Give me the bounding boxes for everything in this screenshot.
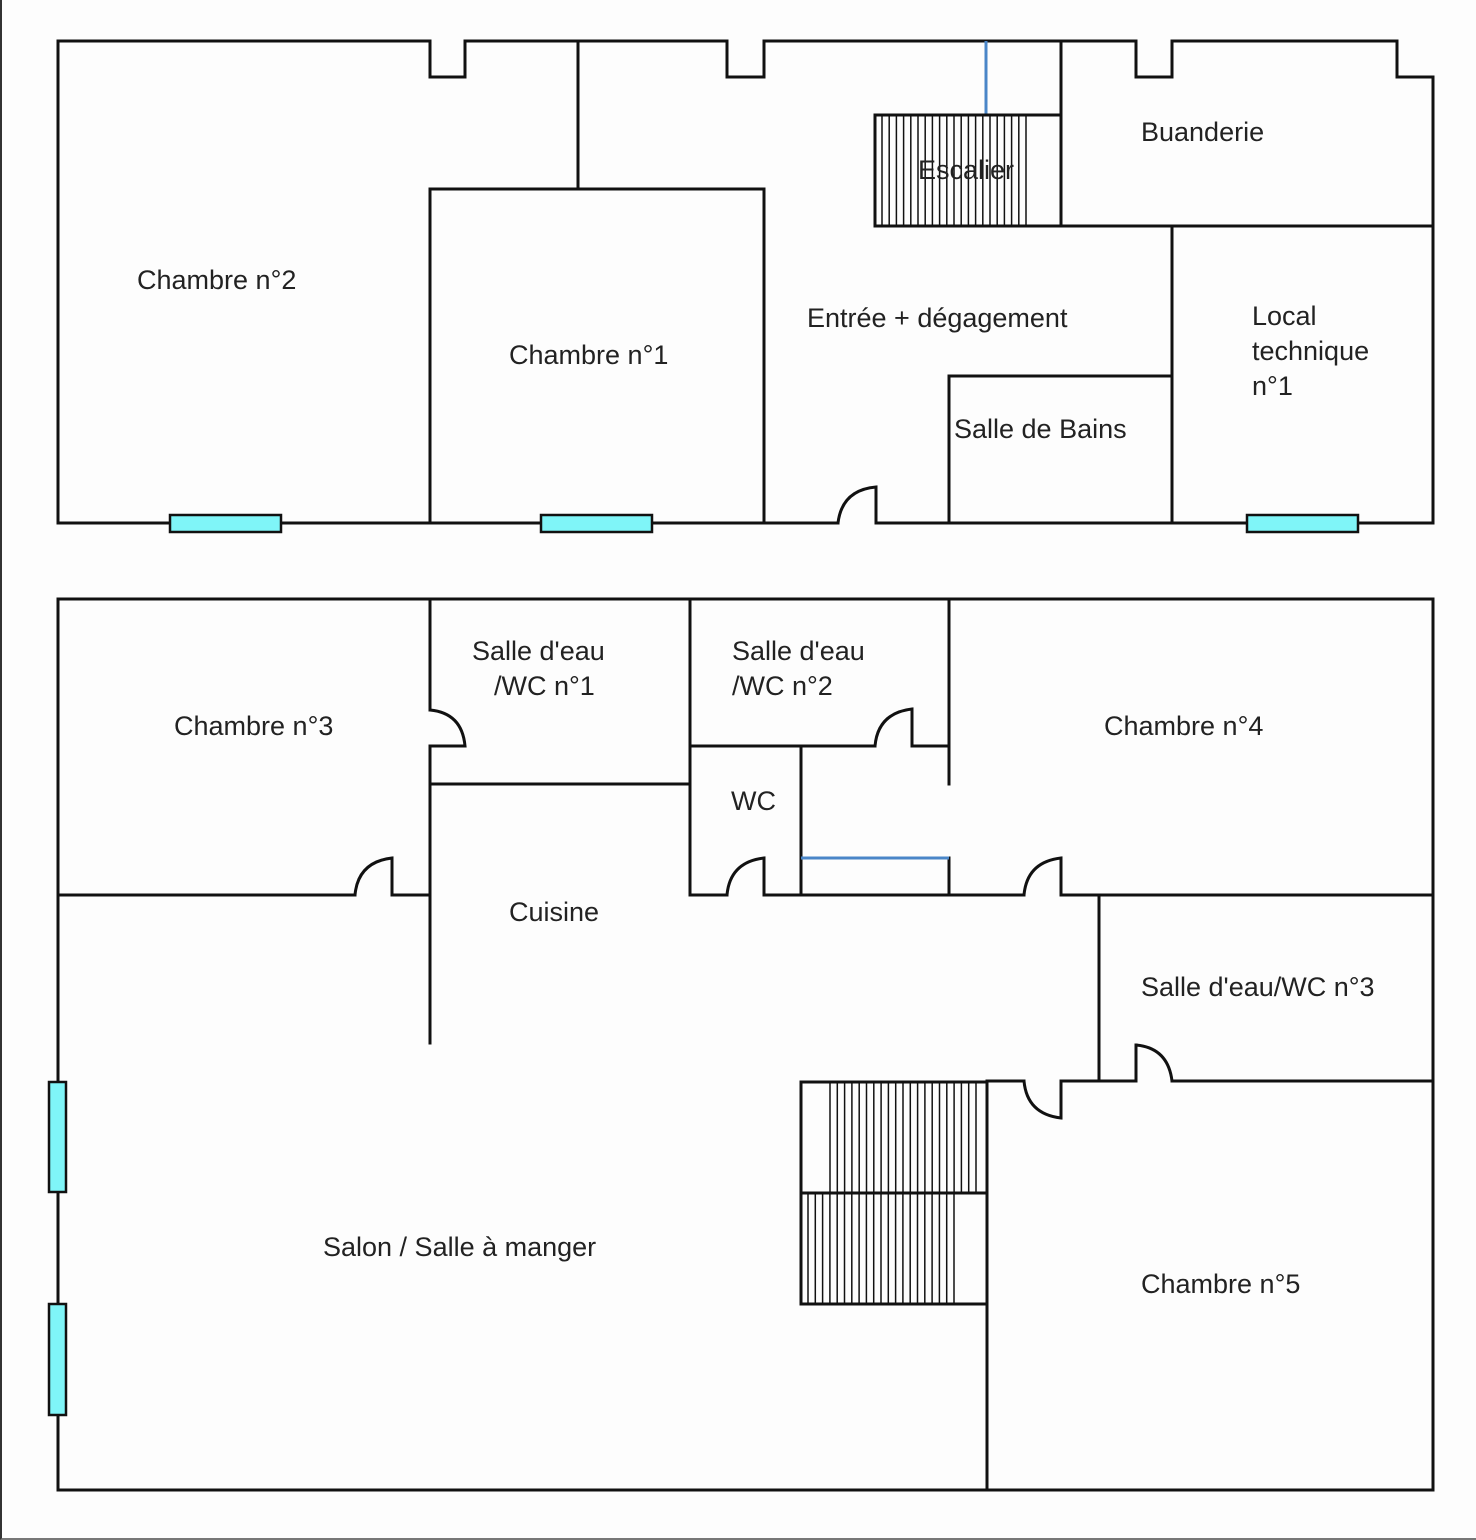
staircase-upper bbox=[873, 113, 1063, 228]
label-chambre-4: Chambre n°4 bbox=[1104, 711, 1263, 741]
window-chambre1 bbox=[539, 513, 654, 534]
upper-floor bbox=[56, 39, 1435, 534]
staircase-lower bbox=[799, 1080, 989, 1306]
label-entree: Entrée + dégagement bbox=[807, 303, 1068, 333]
room-labels: Chambre n°2 Chambre n°1 Escalier Buander… bbox=[137, 117, 1377, 1299]
label-salle-de-bains: Salle de Bains bbox=[954, 414, 1127, 444]
label-salon: Salon / Salle à manger bbox=[323, 1232, 596, 1262]
door-chambre5-icon bbox=[1022, 1080, 1063, 1120]
lower-outer-wall bbox=[56, 597, 1435, 1492]
window-local-technique bbox=[1245, 513, 1360, 534]
label-local-technique: Local technique n°1 bbox=[1252, 301, 1377, 401]
door-salle-eau-1-icon bbox=[429, 708, 467, 748]
label-salle-eau-2: Salle d'eau /WC n°2 bbox=[732, 636, 872, 701]
label-salle-eau-3: Salle d'eau/WC n°3 bbox=[1141, 972, 1375, 1002]
door-wc-icon bbox=[725, 856, 766, 896]
label-wc: WC bbox=[731, 786, 776, 816]
label-salle-eau-1: Salle d'eau /WC n°1 bbox=[472, 636, 612, 701]
door-chambre3-icon bbox=[353, 856, 394, 896]
door-salle-eau-2-icon bbox=[873, 707, 914, 747]
label-cuisine: Cuisine bbox=[509, 897, 599, 927]
label-chambre-1: Chambre n°1 bbox=[509, 340, 668, 370]
label-chambre-2: Chambre n°2 bbox=[137, 265, 296, 295]
label-escalier: Escalier bbox=[918, 155, 1014, 185]
wall-sdb bbox=[947, 374, 1174, 525]
door-chambre4-icon bbox=[1022, 856, 1063, 896]
wall-salle-eau-2-left bbox=[688, 597, 729, 897]
window-salon-2 bbox=[47, 1302, 68, 1417]
wall-salle-eau-3-bottom bbox=[1059, 1043, 1435, 1083]
entrance-door-icon bbox=[836, 485, 878, 524]
window-chambre2 bbox=[168, 513, 283, 534]
wall-chambre1-top bbox=[428, 187, 766, 525]
window-salon-1 bbox=[47, 1080, 68, 1194]
upper-outer-wall bbox=[56, 39, 1435, 525]
label-chambre-5: Chambre n°5 bbox=[1141, 1269, 1300, 1299]
lower-floor bbox=[47, 597, 1435, 1492]
label-chambre-3: Chambre n°3 bbox=[174, 711, 333, 741]
label-buanderie: Buanderie bbox=[1141, 117, 1264, 147]
door-salle-eau-3-icon bbox=[1135, 1043, 1174, 1082]
